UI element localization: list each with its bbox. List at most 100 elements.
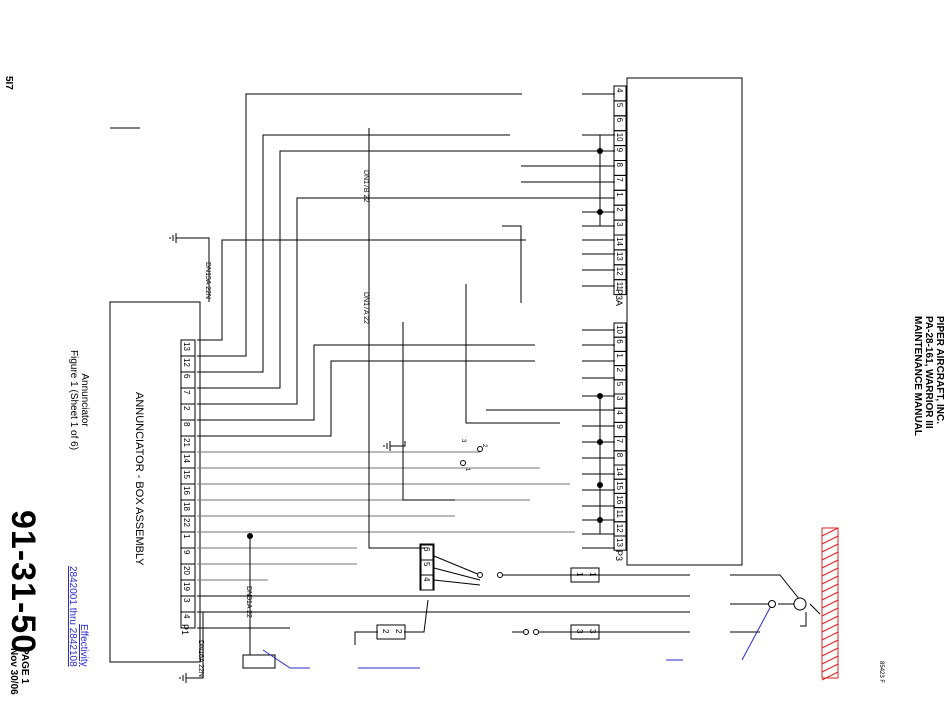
wire: [169, 233, 177, 243]
terminal-s2a: 2: [381, 629, 390, 634]
effectivity-block[interactable]: Effectivity 2842001 thru 2842108: [67, 566, 89, 667]
p3-pin-label: 13: [615, 538, 624, 547]
p3-pin-label: 11: [615, 510, 624, 519]
page-info: PAGE 1 Nov 30/06: [8, 648, 30, 695]
wire: [402, 322, 455, 501]
p3a-pin-label: 14: [615, 237, 624, 246]
p3a-pin-label: 2: [615, 207, 624, 212]
wire: [197, 197, 521, 405]
company-name: PIPER AIRCRAFT, INC.: [934, 316, 945, 424]
relay-pin-label: 4: [422, 577, 431, 582]
box-label: ANNUNCIATOR - BOX ASSEMBLY: [133, 392, 145, 566]
relay-pin-label: 6: [422, 547, 431, 552]
hatch-line: [821, 663, 839, 673]
p3-pin-label: 10: [615, 325, 624, 334]
p3-pin-label: 14: [615, 467, 624, 476]
relay-pin-cell: [420, 574, 434, 591]
p3-pin-label: 1: [615, 353, 624, 358]
wire-label-dn17a: DN17A 22: [362, 292, 369, 324]
p1-pin-label: 8: [182, 422, 191, 427]
p3-pin-label: 7: [615, 439, 624, 444]
hatch-line: [821, 567, 839, 577]
p1-pin-label: 19: [182, 582, 191, 591]
effectivity-label[interactable]: Effectivity: [78, 624, 89, 667]
p1-pin-label: 6: [182, 374, 191, 379]
figure-code: 85423 F: [878, 661, 884, 684]
p3-pin-label: 16: [615, 495, 624, 504]
wire: [433, 555, 481, 586]
relay-pin-label: 5: [422, 562, 431, 567]
terminal-t3: 3: [460, 439, 466, 443]
hatch-line: [821, 543, 839, 553]
wire-label-dn17b: DN17B 22: [362, 170, 369, 202]
switch-contacts: [460, 446, 807, 635]
p3-pin-cell: [613, 535, 627, 551]
p3-label: P3: [614, 550, 624, 561]
junction-dots: [247, 148, 603, 539]
p1-pin-label: 4: [182, 614, 191, 619]
wire: [465, 284, 560, 424]
wire: [179, 611, 204, 683]
p3a-label: P3A: [614, 289, 624, 306]
effectivity-range[interactable]: 2842001 thru 2842108: [67, 566, 78, 667]
p3a-pin-label: 4: [615, 88, 624, 93]
hatch-line: [821, 631, 839, 641]
annunciator-box: [109, 301, 201, 663]
hatch-line: [821, 599, 839, 609]
callout-leaders: [262, 603, 773, 669]
terminal-s3b: 3: [588, 629, 597, 634]
wire: [197, 134, 510, 373]
p3a-pin-label: 8: [615, 163, 624, 168]
hatch-line: [821, 575, 839, 585]
hatch-line: [821, 647, 839, 657]
p1-pin-label: 1: [182, 534, 191, 539]
wire-label-dn16a: DN16A 22N: [197, 640, 204, 677]
p3-pin-label: 2: [615, 368, 624, 373]
p1-pin-cell: [180, 611, 196, 629]
instrument-panel-unit: [626, 77, 743, 566]
p1-pin-label: 21: [182, 438, 191, 447]
p3-pin-label: 8: [615, 453, 624, 458]
wire: [197, 360, 535, 437]
wire-label-dn15a: DN15A 22N: [204, 262, 211, 299]
firewall-hatch: [821, 527, 839, 681]
relay-pins: 6 5 4: [420, 544, 434, 591]
wire: [800, 603, 821, 627]
header-block: PIPER AIRCRAFT, INC. PA-28-161, WARRIOR …: [912, 316, 945, 436]
p1-label: P1: [180, 624, 190, 635]
p1-pin-label: 3: [182, 598, 191, 603]
wire: [197, 93, 522, 357]
side-code: 5I7: [3, 76, 14, 90]
p3a-pin-label: 1: [615, 192, 624, 197]
p3-pin-label: 12: [615, 524, 624, 533]
p1-pin-label: 14: [182, 454, 191, 463]
wire: [197, 344, 535, 421]
wire-harness: [110, 93, 821, 683]
wire: [197, 239, 526, 341]
hatch-line: [821, 655, 839, 665]
wire: [354, 599, 429, 645]
model-name: PA-28-161, WARRIOR III: [923, 316, 934, 429]
hatch-line: [821, 535, 839, 545]
p3a-pin-label: 12: [615, 267, 624, 276]
p1-pin-label: 13: [182, 342, 191, 351]
p3a-pin-label: 7: [615, 177, 624, 182]
p1-pin-label: 15: [182, 470, 191, 479]
hatch-line: [821, 527, 839, 537]
wire: [242, 654, 276, 669]
hatch-line: [821, 551, 839, 561]
page-date: Nov 30/06: [8, 648, 19, 695]
figure-title: Annunciator: [79, 373, 90, 427]
p3-pin-label: 3: [615, 396, 624, 401]
hatch-line: [821, 559, 839, 569]
section-number: 91-31-50: [4, 510, 42, 655]
p3a-pin-label: 6: [615, 118, 624, 123]
terminal-s1b: 1: [588, 572, 597, 577]
wire: [197, 150, 406, 389]
p3a-pin-label: 9: [615, 148, 624, 153]
hatch-line: [821, 623, 839, 633]
hatch-line: [821, 671, 839, 681]
